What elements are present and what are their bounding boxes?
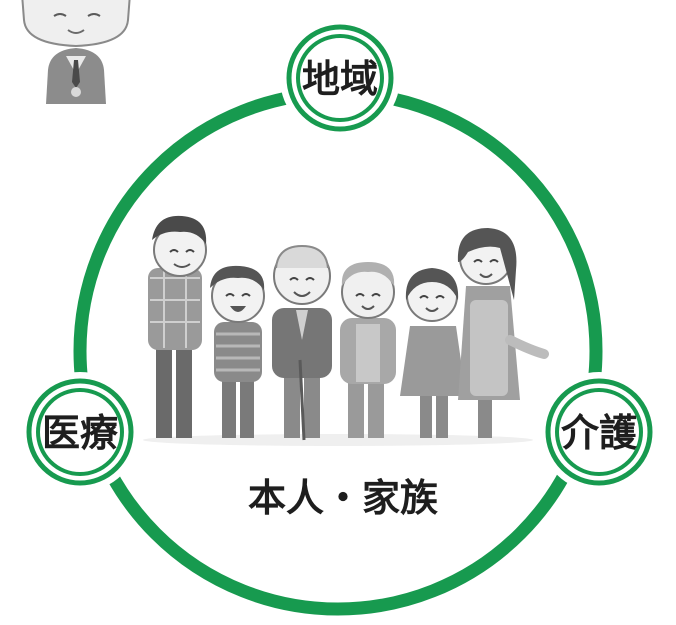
node-right-label: 介護 bbox=[561, 411, 638, 455]
corner-person-illustration bbox=[21, 0, 131, 104]
node-left: 医療 bbox=[20, 372, 140, 492]
center-label: 本人・家族 bbox=[248, 476, 438, 520]
node-top: 地域 bbox=[280, 18, 400, 138]
node-right: 介護 bbox=[539, 372, 659, 492]
node-left-label: 医療 bbox=[42, 411, 119, 455]
family-illustration bbox=[143, 215, 549, 446]
node-top-label: 地域 bbox=[302, 57, 378, 101]
